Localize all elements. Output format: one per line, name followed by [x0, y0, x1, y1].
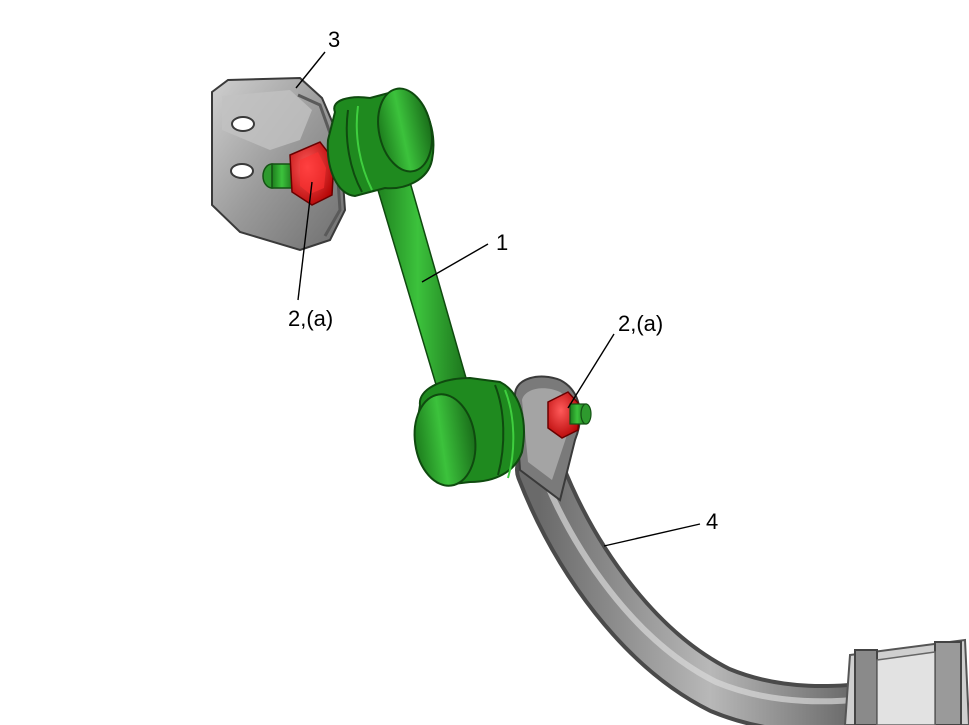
lower-nut — [547, 391, 592, 439]
leader-nut-lower — [567, 333, 615, 409]
label-link: 1 — [496, 230, 508, 255]
leader-nut-upper — [297, 181, 313, 301]
label-nut-lower: 2,(a) — [618, 311, 663, 336]
label-bar: 4 — [706, 509, 718, 534]
upper-nut — [289, 141, 335, 206]
leader-link — [421, 243, 489, 283]
label-nut-upper: 2,(a) — [288, 306, 333, 331]
callout-leaders — [295, 51, 701, 547]
stabilizer-link — [326, 87, 525, 487]
bar-bushing — [843, 638, 969, 725]
stabilizer-bar — [515, 445, 905, 725]
leader-bar — [603, 523, 701, 547]
leader-bracket — [295, 51, 326, 89]
upper-stud — [262, 163, 295, 189]
label-bracket: 3 — [328, 27, 340, 52]
